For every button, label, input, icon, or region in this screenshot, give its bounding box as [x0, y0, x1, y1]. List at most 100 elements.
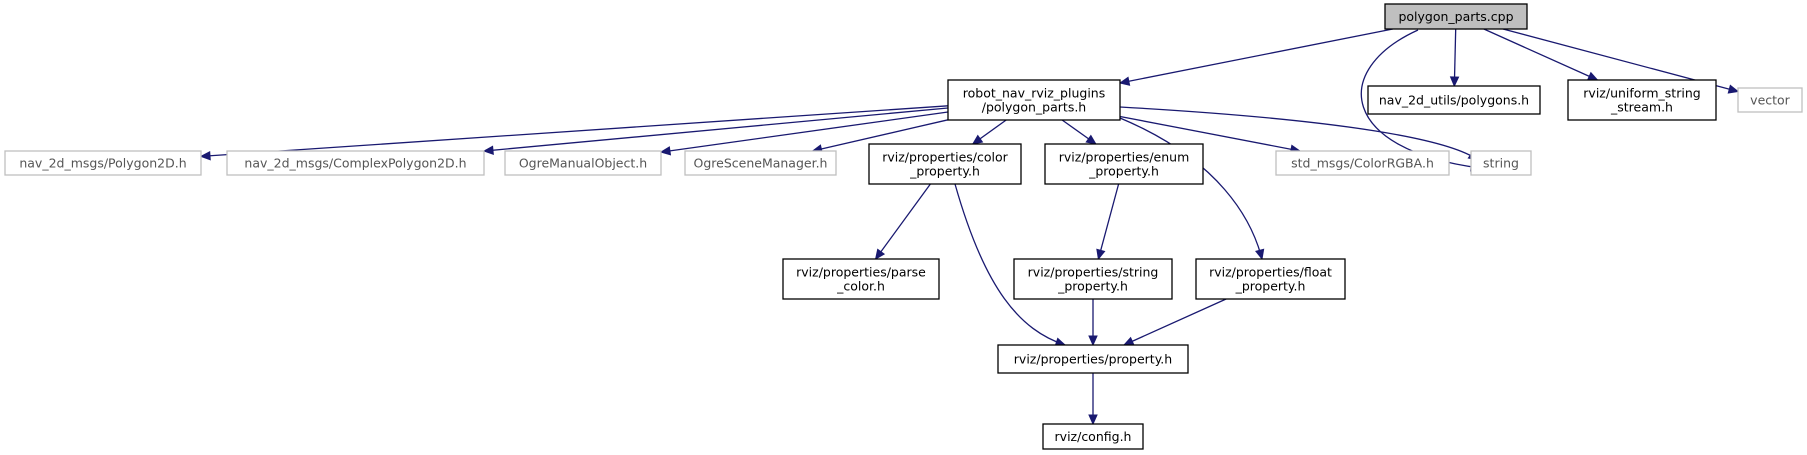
edge-line-plugins-to-colorrgba — [1119, 115, 1301, 152]
edge-arrowhead-stringprop-to-property — [1088, 335, 1098, 347]
node-property[interactable]: rviz/properties/property.h — [997, 344, 1189, 374]
node-ogrescene[interactable]: OgreSceneManager.h — [684, 150, 837, 176]
edge-root-to-polygons — [1449, 28, 1460, 88]
edge-line-colorprop-to-parsecolor — [875, 183, 931, 260]
edge-line-colorprop-to-property — [954, 183, 1066, 346]
edge-arrowhead-plugins-to-floatprop — [1255, 248, 1265, 261]
edge-line-floatprop-to-property — [1123, 298, 1227, 346]
node-enumprop[interactable]: rviz/properties/enum_property.h — [1044, 143, 1204, 185]
edge-stringprop-to-property — [1088, 299, 1098, 347]
edge-line-plugins-to-string — [1119, 106, 1479, 161]
node-box-colorprop[interactable] — [868, 143, 1022, 185]
node-label-polygons-line0: nav_2d_utils/polygons.h — [1379, 93, 1529, 108]
nodes-layer: polygon_parts.cpp robot_nav_rviz_plugins/… — [4, 3, 1803, 450]
edge-arrowhead-property-to-config — [1088, 414, 1098, 426]
node-complexpoly[interactable]: nav_2d_msgs/ComplexPolygon2D.h — [226, 150, 485, 176]
node-label-complexpoly-line0: nav_2d_msgs/ComplexPolygon2D.h — [244, 156, 466, 171]
edge-plugins-to-enumprop — [1061, 119, 1097, 145]
edge-plugins-to-polygon2d — [199, 105, 949, 161]
node-label-ogrescene-line0: OgreSceneManager.h — [694, 156, 828, 171]
node-label-parsecolor-line0: rviz/properties/parse — [796, 265, 926, 280]
edge-arrowhead-root-to-plugins — [1118, 76, 1131, 86]
node-polygons[interactable]: nav_2d_utils/polygons.h — [1367, 85, 1541, 115]
edge-line-plugins-to-polygon2d — [200, 105, 949, 158]
node-floatprop[interactable]: rviz/properties/float_property.h — [1195, 258, 1346, 300]
node-label-colorprop-line0: rviz/properties/color — [882, 150, 1008, 165]
node-label-config-line0: rviz/config.h — [1055, 429, 1132, 444]
node-box-uniform[interactable] — [1567, 79, 1717, 121]
edge-enumprop-to-stringprop — [1096, 183, 1120, 261]
node-polygon2d[interactable]: nav_2d_msgs/Polygon2D.h — [4, 150, 202, 176]
node-label-enumprop-line0: rviz/properties/enum — [1059, 150, 1190, 165]
edge-property-to-config — [1088, 373, 1098, 426]
edge-line-plugins-to-floatprop — [1119, 117, 1263, 260]
edge-arrowhead-plugins-to-ogremanual — [659, 146, 672, 156]
edge-root-to-plugins — [1118, 28, 1393, 86]
edge-plugins-to-complexpoly — [482, 107, 949, 155]
node-label-plugins-line0: robot_nav_rviz_plugins — [963, 86, 1105, 101]
node-box-enumprop[interactable] — [1044, 143, 1204, 185]
edge-arrowhead-floatprop-to-property — [1122, 336, 1135, 346]
node-box-ogrescene[interactable] — [684, 150, 837, 176]
node-box-parsecolor[interactable] — [782, 258, 940, 300]
node-box-property[interactable] — [997, 344, 1189, 374]
node-uniform[interactable]: rviz/uniform_string_stream.h — [1567, 79, 1717, 121]
edge-floatprop-to-property — [1122, 298, 1227, 346]
node-label-property-line0: rviz/properties/property.h — [1014, 352, 1172, 367]
node-box-complexpoly[interactable] — [226, 150, 485, 176]
node-parsecolor[interactable]: rviz/properties/parse_color.h — [782, 258, 940, 300]
node-label-colorrgba-line0: std_msgs/ColorRGBA.h — [1291, 156, 1434, 171]
node-box-plugins[interactable] — [947, 79, 1121, 121]
edge-plugins-to-floatprop — [1119, 117, 1265, 261]
node-root[interactable]: polygon_parts.cpp — [1384, 3, 1528, 30]
node-label-uniform-line0: rviz/uniform_string — [1583, 86, 1700, 101]
edge-arrowhead-plugins-to-complexpoly — [482, 145, 494, 155]
edge-line-plugins-to-ogremanual — [660, 111, 949, 153]
node-label-polygon2d-line0: nav_2d_msgs/Polygon2D.h — [19, 156, 186, 171]
node-box-config[interactable] — [1042, 423, 1144, 450]
edge-arrowhead-enumprop-to-stringprop — [1096, 248, 1106, 261]
node-config[interactable]: rviz/config.h — [1042, 423, 1144, 450]
node-string[interactable]: string — [1470, 150, 1532, 176]
node-plugins[interactable]: robot_nav_rviz_plugins/polygon_parts.h — [947, 79, 1121, 121]
node-label-uniform-line1: _stream.h — [1610, 100, 1673, 115]
node-label-stringprop-line1: _property.h — [1057, 279, 1128, 294]
edge-arrowhead-plugins-to-colorprop — [971, 134, 984, 145]
node-box-polygon2d[interactable] — [4, 150, 202, 176]
edge-line-plugins-to-complexpoly — [483, 107, 949, 152]
node-box-vector[interactable] — [1737, 87, 1803, 113]
node-box-floatprop[interactable] — [1195, 258, 1346, 300]
edge-line-root-to-plugins — [1119, 28, 1393, 84]
node-label-floatprop-line0: rviz/properties/float — [1209, 265, 1332, 280]
node-stringprop[interactable]: rviz/properties/string_property.h — [1013, 258, 1173, 300]
edge-arrowhead-root-to-vector — [1727, 84, 1740, 94]
node-colorrgba[interactable]: std_msgs/ColorRGBA.h — [1275, 150, 1450, 176]
node-colorprop[interactable]: rviz/properties/color_property.h — [868, 143, 1022, 185]
node-box-ogremanual[interactable] — [504, 150, 662, 176]
edge-arrowhead-root-to-polygons — [1449, 76, 1460, 88]
node-label-ogremanual-line0: OgreManualObject.h — [519, 156, 647, 171]
node-box-root[interactable] — [1384, 3, 1528, 30]
node-ogremanual[interactable]: OgreManualObject.h — [504, 150, 662, 176]
node-label-parsecolor-line1: _color.h — [836, 279, 885, 294]
edge-line-plugins-to-ogrescene — [812, 119, 949, 152]
edge-plugins-to-colorprop — [971, 119, 1007, 145]
node-label-string-line0: string — [1483, 156, 1519, 171]
node-label-plugins-line1: /polygon_parts.h — [982, 100, 1086, 115]
node-box-polygons[interactable] — [1367, 85, 1541, 115]
node-vector[interactable]: vector — [1737, 87, 1803, 113]
node-box-string[interactable] — [1470, 150, 1532, 176]
node-label-vector-line0: vector — [1750, 93, 1791, 108]
edge-line-enumprop-to-stringprop — [1097, 183, 1120, 260]
node-box-stringprop[interactable] — [1013, 258, 1173, 300]
edge-arrowhead-colorprop-to-parsecolor — [874, 248, 886, 260]
edge-arrowhead-plugins-to-polygon2d — [199, 150, 211, 161]
node-label-enumprop-line1: _property.h — [1088, 164, 1159, 179]
edge-colorprop-to-parsecolor — [874, 183, 931, 260]
node-label-root-line0: polygon_parts.cpp — [1398, 9, 1513, 24]
edge-arrowhead-root-to-uniform — [1586, 71, 1599, 81]
node-label-stringprop-line0: rviz/properties/string — [1028, 265, 1159, 280]
edge-line-root-to-polygons — [1453, 28, 1457, 87]
node-box-colorrgba[interactable] — [1275, 150, 1450, 176]
